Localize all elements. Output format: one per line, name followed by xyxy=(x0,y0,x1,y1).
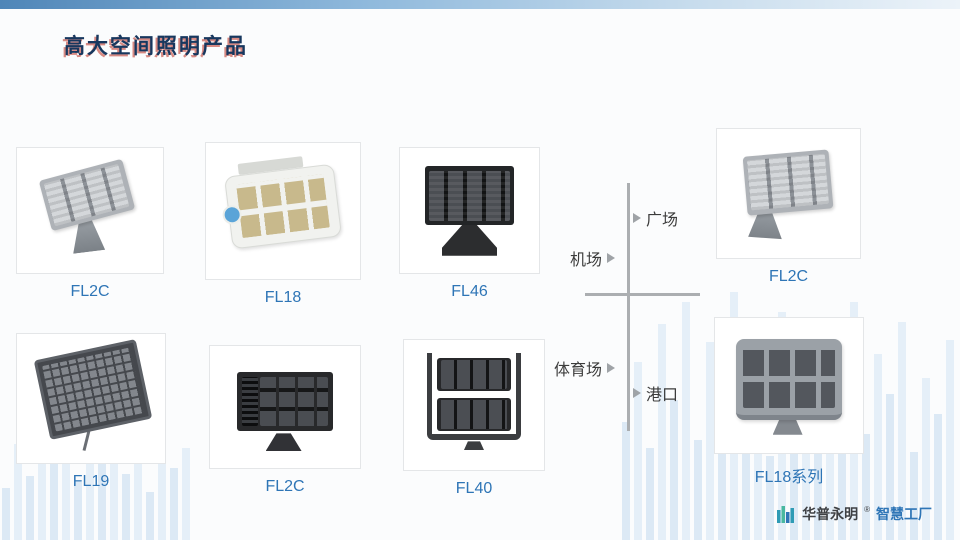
product-fl2c-top: FL2C xyxy=(16,147,164,301)
floodlight-u-bracket xyxy=(426,353,522,441)
floodlight-body xyxy=(39,158,136,231)
brand-name: 华普永明 xyxy=(802,506,859,522)
product-fl19: FL19 xyxy=(16,333,166,491)
floodlight-image xyxy=(23,339,159,457)
top-accent-bar xyxy=(0,0,960,9)
diagram-label-text: 港口 xyxy=(646,387,679,404)
floodlight-body xyxy=(33,339,152,441)
product-label: FL19 xyxy=(72,473,110,490)
floodlight-image xyxy=(721,324,857,447)
diagram-label-text: 体育场 xyxy=(554,362,603,379)
product-label: FL40 xyxy=(455,480,493,497)
arrow-right-icon xyxy=(633,213,641,223)
floodlight-stand xyxy=(265,433,302,451)
registered-mark-icon: ® xyxy=(864,504,870,514)
floodlight-body xyxy=(425,166,514,226)
diagram-label-airport: 机场 xyxy=(570,246,616,270)
floodlight-image xyxy=(212,149,354,273)
page-title: 高大空间照明产品 xyxy=(64,35,248,58)
diagram-label-text: 机场 xyxy=(570,252,603,269)
product-label: FL2C xyxy=(70,283,110,300)
floodlight-image xyxy=(410,346,538,464)
product-card xyxy=(716,128,861,259)
floodlight-body xyxy=(223,163,342,250)
product-card xyxy=(399,147,540,274)
product-fl18: FL18 xyxy=(205,142,361,307)
brand-logo: 华普永明 ® 智慧工厂 xyxy=(776,504,932,524)
floodlight-stand xyxy=(772,417,803,435)
floodlight-body xyxy=(735,338,843,420)
floodlight-stand xyxy=(441,221,498,256)
product-label: FL18 xyxy=(264,289,302,306)
floodlight-image xyxy=(216,352,354,462)
equalizer-decoration-left xyxy=(2,392,190,540)
product-card xyxy=(16,333,166,464)
product-fl2c-bottom: FL2C xyxy=(209,345,361,496)
product-card xyxy=(16,147,164,274)
product-card xyxy=(205,142,361,280)
product-fl46: FL46 xyxy=(399,147,540,301)
floodlight-image xyxy=(23,154,157,267)
floodlight-body-upper xyxy=(436,357,512,391)
product-label: FL46 xyxy=(451,283,488,300)
diagram-label-text: 广场 xyxy=(646,212,679,229)
product-label: FL2C xyxy=(265,478,305,495)
product-fl18-series: FL18系列 xyxy=(714,317,864,487)
diagram-label-plaza: 广场 xyxy=(633,206,678,230)
arrow-right-icon xyxy=(607,363,616,373)
diagram-horizontal-line xyxy=(585,293,700,296)
product-card xyxy=(209,345,361,469)
diagram-label-stadium: 体育场 xyxy=(554,356,616,380)
floodlight-image xyxy=(723,135,854,252)
product-fl40: FL40 xyxy=(403,339,545,498)
arrow-right-icon xyxy=(607,253,616,263)
diagram-vertical-line xyxy=(627,183,630,431)
diagram-label-port: 港口 xyxy=(633,381,678,405)
product-label: FL2C xyxy=(768,268,809,285)
floodlight-body xyxy=(742,148,835,215)
brand-logo-icon xyxy=(777,506,795,523)
floodlight-body xyxy=(236,371,334,432)
arrow-right-icon xyxy=(633,388,641,398)
brand-suffix: 智慧工厂 xyxy=(876,506,932,522)
product-label: FL18系列 xyxy=(754,469,824,486)
floodlight-image xyxy=(406,154,533,267)
product-card xyxy=(714,317,864,454)
product-fl2c-right: FL2C xyxy=(716,128,861,286)
product-card xyxy=(403,339,545,471)
floodlight-body-lower xyxy=(436,397,512,431)
